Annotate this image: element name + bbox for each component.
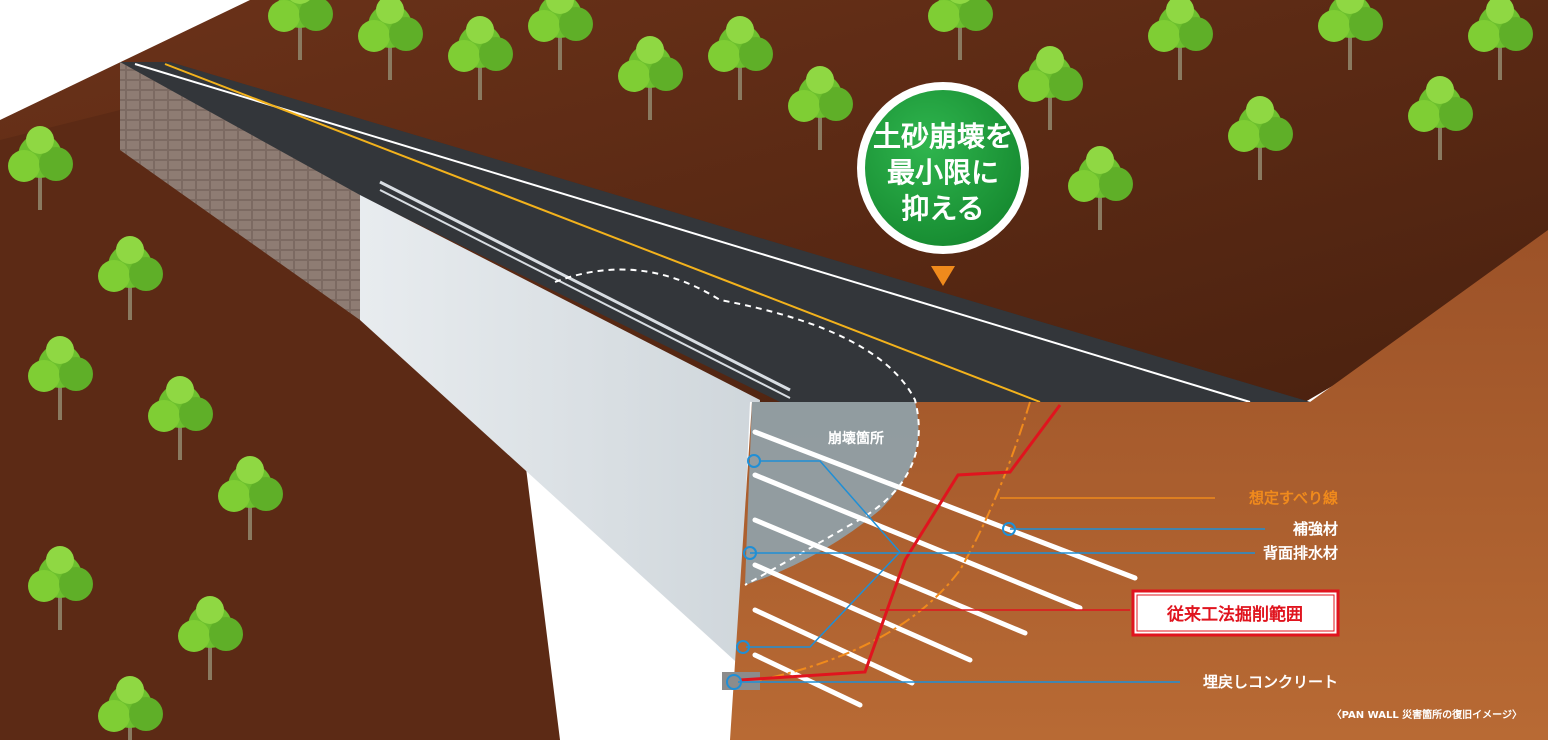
callout-badge: 土砂崩壊を 最小限に 抑える [857,82,1029,286]
road-edge-line [134,63,1251,403]
panel-wall [360,195,760,670]
reinforcement-bar [752,517,1028,636]
collapse-area-outline [554,268,920,586]
reinforcement-bar [752,562,973,663]
callout-line-1: 土砂崩壊を [873,120,1013,153]
road-top [120,62,1310,402]
reinforcement-bar [752,652,863,708]
callout-line-3: 抑える [901,192,984,225]
circle-marker-icon [1002,522,1016,536]
label-backfill-concrete: 埋戻しコンクリート [1203,673,1338,691]
callout-line-2: 最小限に [887,156,999,189]
circle-marker-icon [743,546,757,560]
circle-marker-icon [726,674,742,690]
excavation-line [739,404,1062,682]
label-slip-line: 想定すべり線 [1248,489,1338,507]
circle-marker-icon [747,454,761,468]
road-center-line [164,63,1041,403]
marker-icons [726,454,1016,690]
circle-marker-icon [736,640,750,654]
soil-section [730,230,1548,740]
reinforcement-bars [752,429,1138,708]
block-wall [120,62,360,320]
collapse-area [745,402,919,585]
caption: 〈PAN WALL 災害箇所の復旧イメージ〉 [1332,708,1522,721]
label-conventional-excavation: 従来工法掘削範囲 [1166,604,1303,625]
guardrail [379,180,791,399]
label-collapse-area: 崩壊箇所 [828,430,884,447]
reinforcement-bar [752,607,915,686]
label-reinforcement: 補強材 [1292,520,1338,538]
triangle-down-icon [931,266,955,286]
label-drainage: 背面排水材 [1263,544,1338,562]
leader-lines [738,460,1265,683]
conventional-excavation-box: 従来工法掘削範囲 [1131,589,1340,637]
